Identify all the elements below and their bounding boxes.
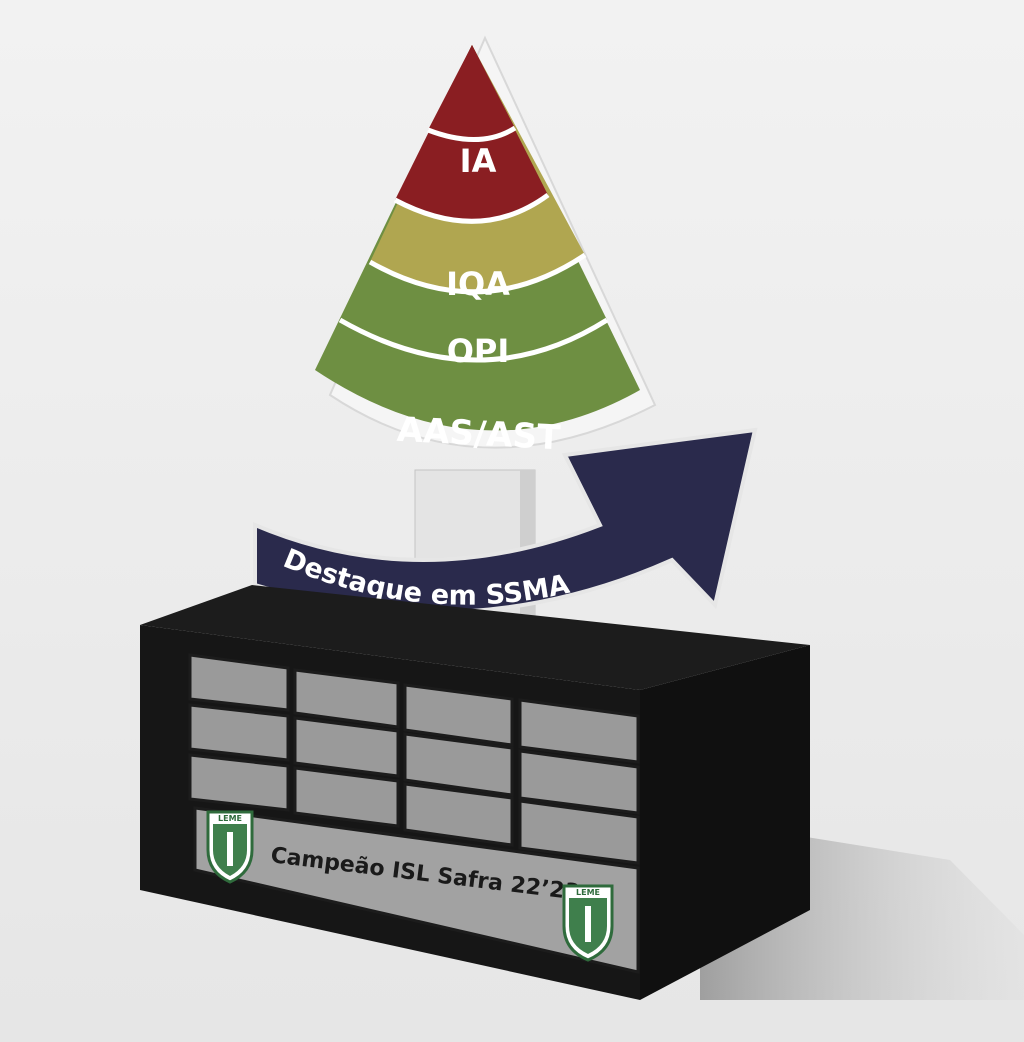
plate [518, 698, 640, 764]
level-label-aas-ast: AAS/AST [396, 410, 562, 459]
svg-text:LEME: LEME [576, 888, 600, 897]
leme-logo-right: LEME [562, 884, 614, 962]
opi-outline [338, 317, 609, 363]
plate [188, 653, 290, 712]
main-plaque [193, 806, 640, 974]
level-label-iqa: IQA [446, 265, 510, 303]
ia-inner-outline [427, 125, 517, 142]
plate [293, 766, 400, 828]
plate [188, 703, 290, 762]
plate [403, 683, 514, 747]
cone-level-ia [428, 45, 515, 140]
base-top [140, 585, 810, 690]
plate [188, 753, 290, 812]
level-label-ia: IA [460, 142, 497, 180]
iqa-outline [368, 252, 587, 295]
base-side [640, 645, 810, 1000]
level-label-opi: OPI [447, 332, 510, 370]
ia-outer-outline [393, 192, 550, 224]
leme-logo-left: LEME [206, 810, 254, 884]
plate [518, 799, 640, 865]
plate [403, 732, 514, 797]
plate [293, 716, 400, 778]
plate [518, 749, 640, 815]
plate [293, 668, 400, 729]
svg-text:LEME: LEME [218, 814, 242, 823]
plate [403, 782, 514, 847]
plate-grid [188, 653, 640, 865]
